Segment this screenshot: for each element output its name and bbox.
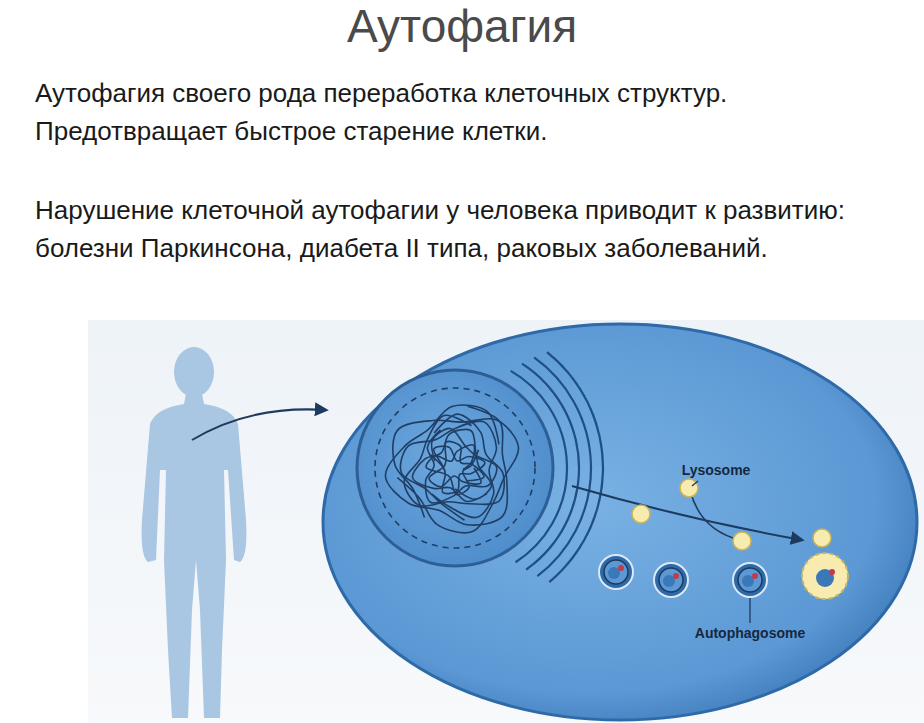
body-text: Нарушение клеточной аутофагии у человека… xyxy=(35,191,910,267)
nucleus xyxy=(357,370,553,566)
leader-line xyxy=(692,481,698,486)
chromatin xyxy=(375,388,535,548)
human-silhouette xyxy=(142,347,247,718)
autophagosome xyxy=(599,555,767,597)
body-text: Аутофагия своего рода переработка клеточ… xyxy=(35,74,910,150)
zoom-arrow xyxy=(192,409,326,440)
leader-line xyxy=(749,598,750,623)
page-title: Аутофагия xyxy=(0,0,924,52)
cell xyxy=(323,324,917,720)
endoplasmic-reticulum xyxy=(511,352,603,582)
callout-label: Lysosome xyxy=(682,462,751,479)
callout-label: Autophagosome xyxy=(695,625,805,642)
lysosome-path xyxy=(690,490,740,540)
image-ground xyxy=(88,320,924,723)
lysosome xyxy=(632,479,831,550)
autolysosome xyxy=(802,553,848,599)
